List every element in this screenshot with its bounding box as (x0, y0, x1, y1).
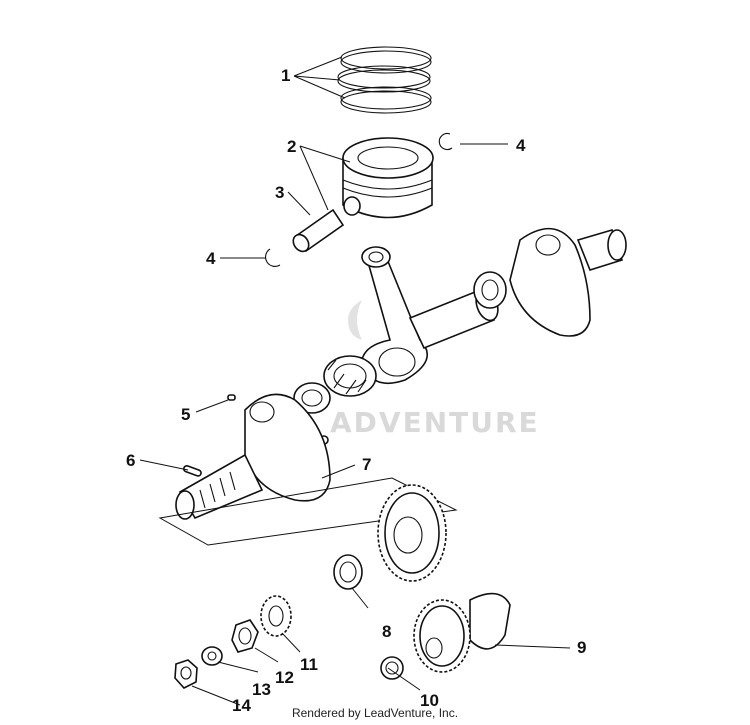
callout-8: 8 (382, 622, 391, 641)
callout-6: 6 (126, 451, 135, 470)
piston-rings[interactable] (337, 46, 432, 114)
small-gear[interactable] (260, 595, 292, 637)
balancer-shaft[interactable] (413, 592, 511, 673)
callout-14: 14 (232, 696, 251, 715)
callout-9: 9 (577, 638, 586, 657)
watermark: ADVENTURE (330, 300, 540, 439)
thrust-washer[interactable] (293, 382, 331, 414)
piston[interactable] (342, 137, 434, 219)
connecting-rod[interactable] (361, 246, 429, 385)
callout-5: 5 (181, 405, 190, 424)
drive-gear[interactable] (377, 484, 447, 582)
callout-3: 3 (275, 183, 284, 202)
washer-8[interactable] (333, 554, 363, 590)
callout-11: 11 (300, 655, 318, 674)
callout-12: 12 (275, 668, 294, 687)
callout-2: 2 (287, 137, 296, 156)
callout-13: 13 (252, 680, 271, 699)
callout-4-lower: 4 (206, 249, 216, 268)
callout-1: 1 (281, 66, 290, 85)
watermark-text: ADVENTURE (330, 406, 540, 439)
crank-washer[interactable] (473, 271, 507, 309)
piston-pin[interactable] (290, 208, 345, 254)
nut-14[interactable] (174, 659, 198, 689)
callout-7: 7 (362, 455, 371, 474)
washer-13[interactable] (201, 646, 223, 666)
needle-bearing[interactable] (323, 355, 377, 397)
callout-labels: 1 2 3 4 4 5 6 7 8 9 10 11 12 13 14 (126, 66, 586, 715)
callout-4-upper: 4 (516, 136, 526, 155)
circlip-lower[interactable] (265, 248, 281, 267)
leader-lines (139, 56, 571, 706)
nut-12[interactable] (231, 619, 259, 653)
crankshaft-left-half[interactable] (158, 393, 458, 546)
crankshaft-right-half[interactable] (509, 227, 627, 337)
washer-10[interactable] (380, 656, 404, 680)
render-credit: Rendered by LeadVenture, Inc. (291, 706, 459, 720)
callout-10: 10 (420, 691, 439, 710)
circlip-upper[interactable] (438, 132, 453, 151)
